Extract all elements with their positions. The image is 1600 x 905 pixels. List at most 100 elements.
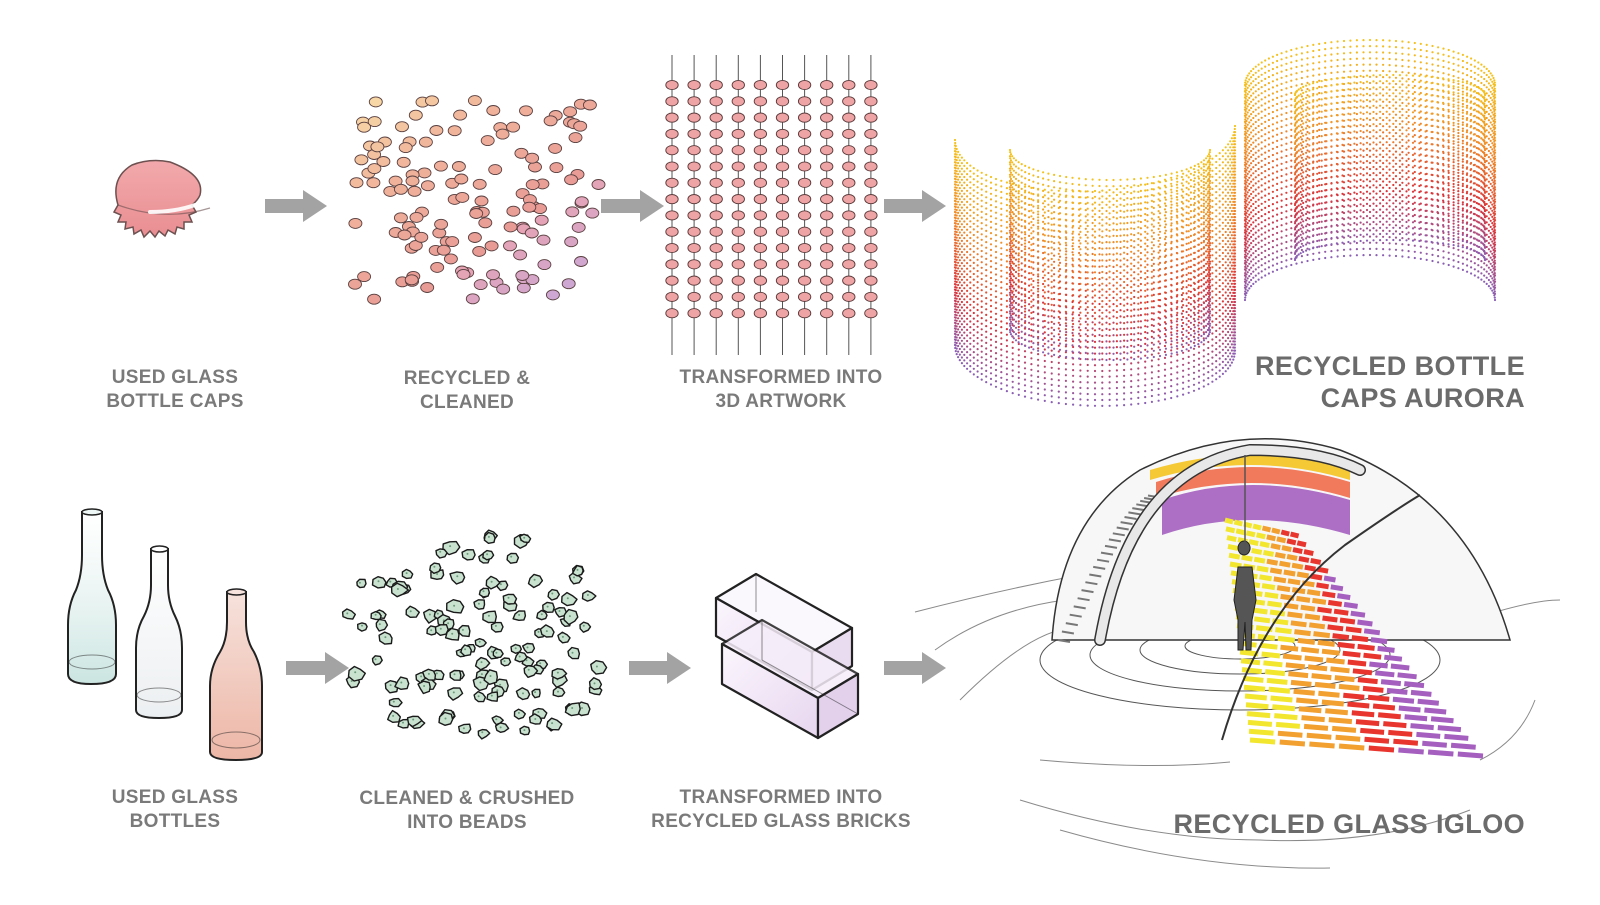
cap-bead	[479, 218, 492, 228]
cap-bead	[434, 161, 447, 171]
cap-bead	[562, 279, 575, 289]
label-line: USED GLASS	[106, 366, 243, 390]
cap-bead	[516, 271, 529, 281]
cap-bead	[549, 143, 562, 153]
cap-bead	[544, 116, 557, 126]
cap-bead	[446, 237, 459, 247]
cap-bead	[475, 196, 488, 206]
cap-bead	[507, 122, 520, 132]
bottles-icon	[68, 509, 262, 760]
label-line: 3D ARTWORK	[680, 390, 883, 414]
arrow-icon	[629, 652, 691, 684]
cap-bead	[520, 106, 533, 116]
cap-bead	[526, 153, 539, 163]
cap-bead	[496, 129, 509, 139]
cap-bead	[430, 126, 443, 136]
cap-bead	[350, 178, 363, 188]
cap-bead	[526, 180, 539, 190]
cap-bead	[394, 213, 407, 223]
cap-bead	[377, 157, 390, 167]
step-label-recycled: RECYCLED & CLEANED	[404, 367, 531, 415]
cap-bead	[538, 260, 551, 270]
label-line: TRANSFORMED INTO	[680, 366, 883, 390]
cap-bead	[405, 275, 418, 285]
label-line: RECYCLED &	[404, 367, 531, 391]
cap-scatter	[349, 96, 606, 305]
arrow-icon	[265, 190, 327, 222]
cap-bead	[371, 142, 384, 152]
cap-bead	[396, 122, 409, 132]
cap-bead	[466, 294, 479, 304]
cap-bead	[358, 272, 371, 282]
cap-bead	[565, 237, 578, 247]
label-line: BOTTLES	[112, 810, 239, 834]
cap-bead	[514, 250, 527, 260]
arrow-icon	[601, 190, 664, 222]
label-line: BOTTLE CAPS	[106, 390, 243, 414]
cap-bead	[489, 165, 502, 175]
cap-bead	[435, 219, 448, 229]
cap-bead	[574, 121, 587, 131]
cap-bead	[572, 222, 585, 232]
cap-bead	[473, 246, 486, 256]
cap-bead	[550, 163, 563, 173]
label-line: INTO BEADS	[359, 811, 574, 835]
cap-bead	[468, 233, 481, 243]
glass-igloo	[915, 439, 1560, 868]
glass-brick-icon	[716, 574, 858, 738]
cap-bead	[394, 184, 407, 194]
cap-bead	[409, 110, 422, 120]
title-line: CAPS AURORA	[1255, 382, 1525, 414]
label-line: USED GLASS	[112, 786, 239, 810]
cap-bead	[448, 126, 461, 136]
label-line: CLEANED & CRUSHED	[359, 787, 574, 811]
cap-bead	[419, 137, 432, 147]
cap-bead	[369, 97, 382, 107]
cap-bead	[468, 96, 481, 106]
cap-bead	[397, 157, 410, 167]
cap-bead	[537, 235, 550, 245]
cap-bead	[525, 228, 538, 238]
cap-bead	[592, 180, 605, 190]
cap-bead	[546, 290, 559, 300]
result-title-aurora: RECYCLED BOTTLE CAPS AURORA	[1255, 350, 1525, 414]
cap-bead	[410, 212, 423, 222]
cap-bead	[497, 284, 510, 294]
cap-bead	[415, 232, 428, 242]
title-line: RECYCLED GLASS IGLOO	[1173, 808, 1525, 840]
result-title-igloo: RECYCLED GLASS IGLOO	[1173, 808, 1525, 840]
cap-bead	[452, 162, 465, 172]
cap-bead	[575, 257, 588, 267]
cap-bead	[569, 133, 582, 143]
cap-bead	[426, 96, 439, 106]
cap-bead	[398, 230, 411, 240]
step-label-bricks: TRANSFORMED INTO RECYCLED GLASS BRICKS	[651, 786, 911, 834]
cap-bead	[406, 176, 419, 186]
cap-bead	[586, 208, 599, 218]
cap-bead	[455, 174, 468, 184]
cap-bead	[349, 218, 362, 228]
cap-bead	[565, 175, 578, 185]
cap-bead	[575, 197, 588, 207]
cap-bead	[504, 241, 517, 251]
cap-bead	[485, 241, 498, 251]
arrow-icon	[884, 190, 946, 222]
step-label-crushed: CLEANED & CRUSHED INTO BEADS	[359, 787, 574, 835]
label-line: TRANSFORMED INTO	[651, 786, 911, 810]
bottle-cap-icon	[114, 161, 210, 237]
step-label-used-bottles: USED GLASS BOTTLES	[112, 786, 239, 834]
arrow-icon	[884, 652, 946, 684]
cap-bead	[517, 283, 530, 293]
cap-bead	[487, 270, 500, 280]
cap-bead	[454, 110, 467, 120]
clear-bottle	[136, 549, 182, 718]
cap-bead	[431, 262, 444, 272]
cap-bead	[507, 206, 520, 216]
title-line: RECYCLED BOTTLE	[1255, 350, 1525, 382]
cap-bead	[473, 179, 486, 189]
cap-bead	[523, 202, 536, 212]
step-label-3d-artwork: TRANSFORMED INTO 3D ARTWORK	[680, 366, 883, 414]
cap-bead	[481, 136, 494, 146]
